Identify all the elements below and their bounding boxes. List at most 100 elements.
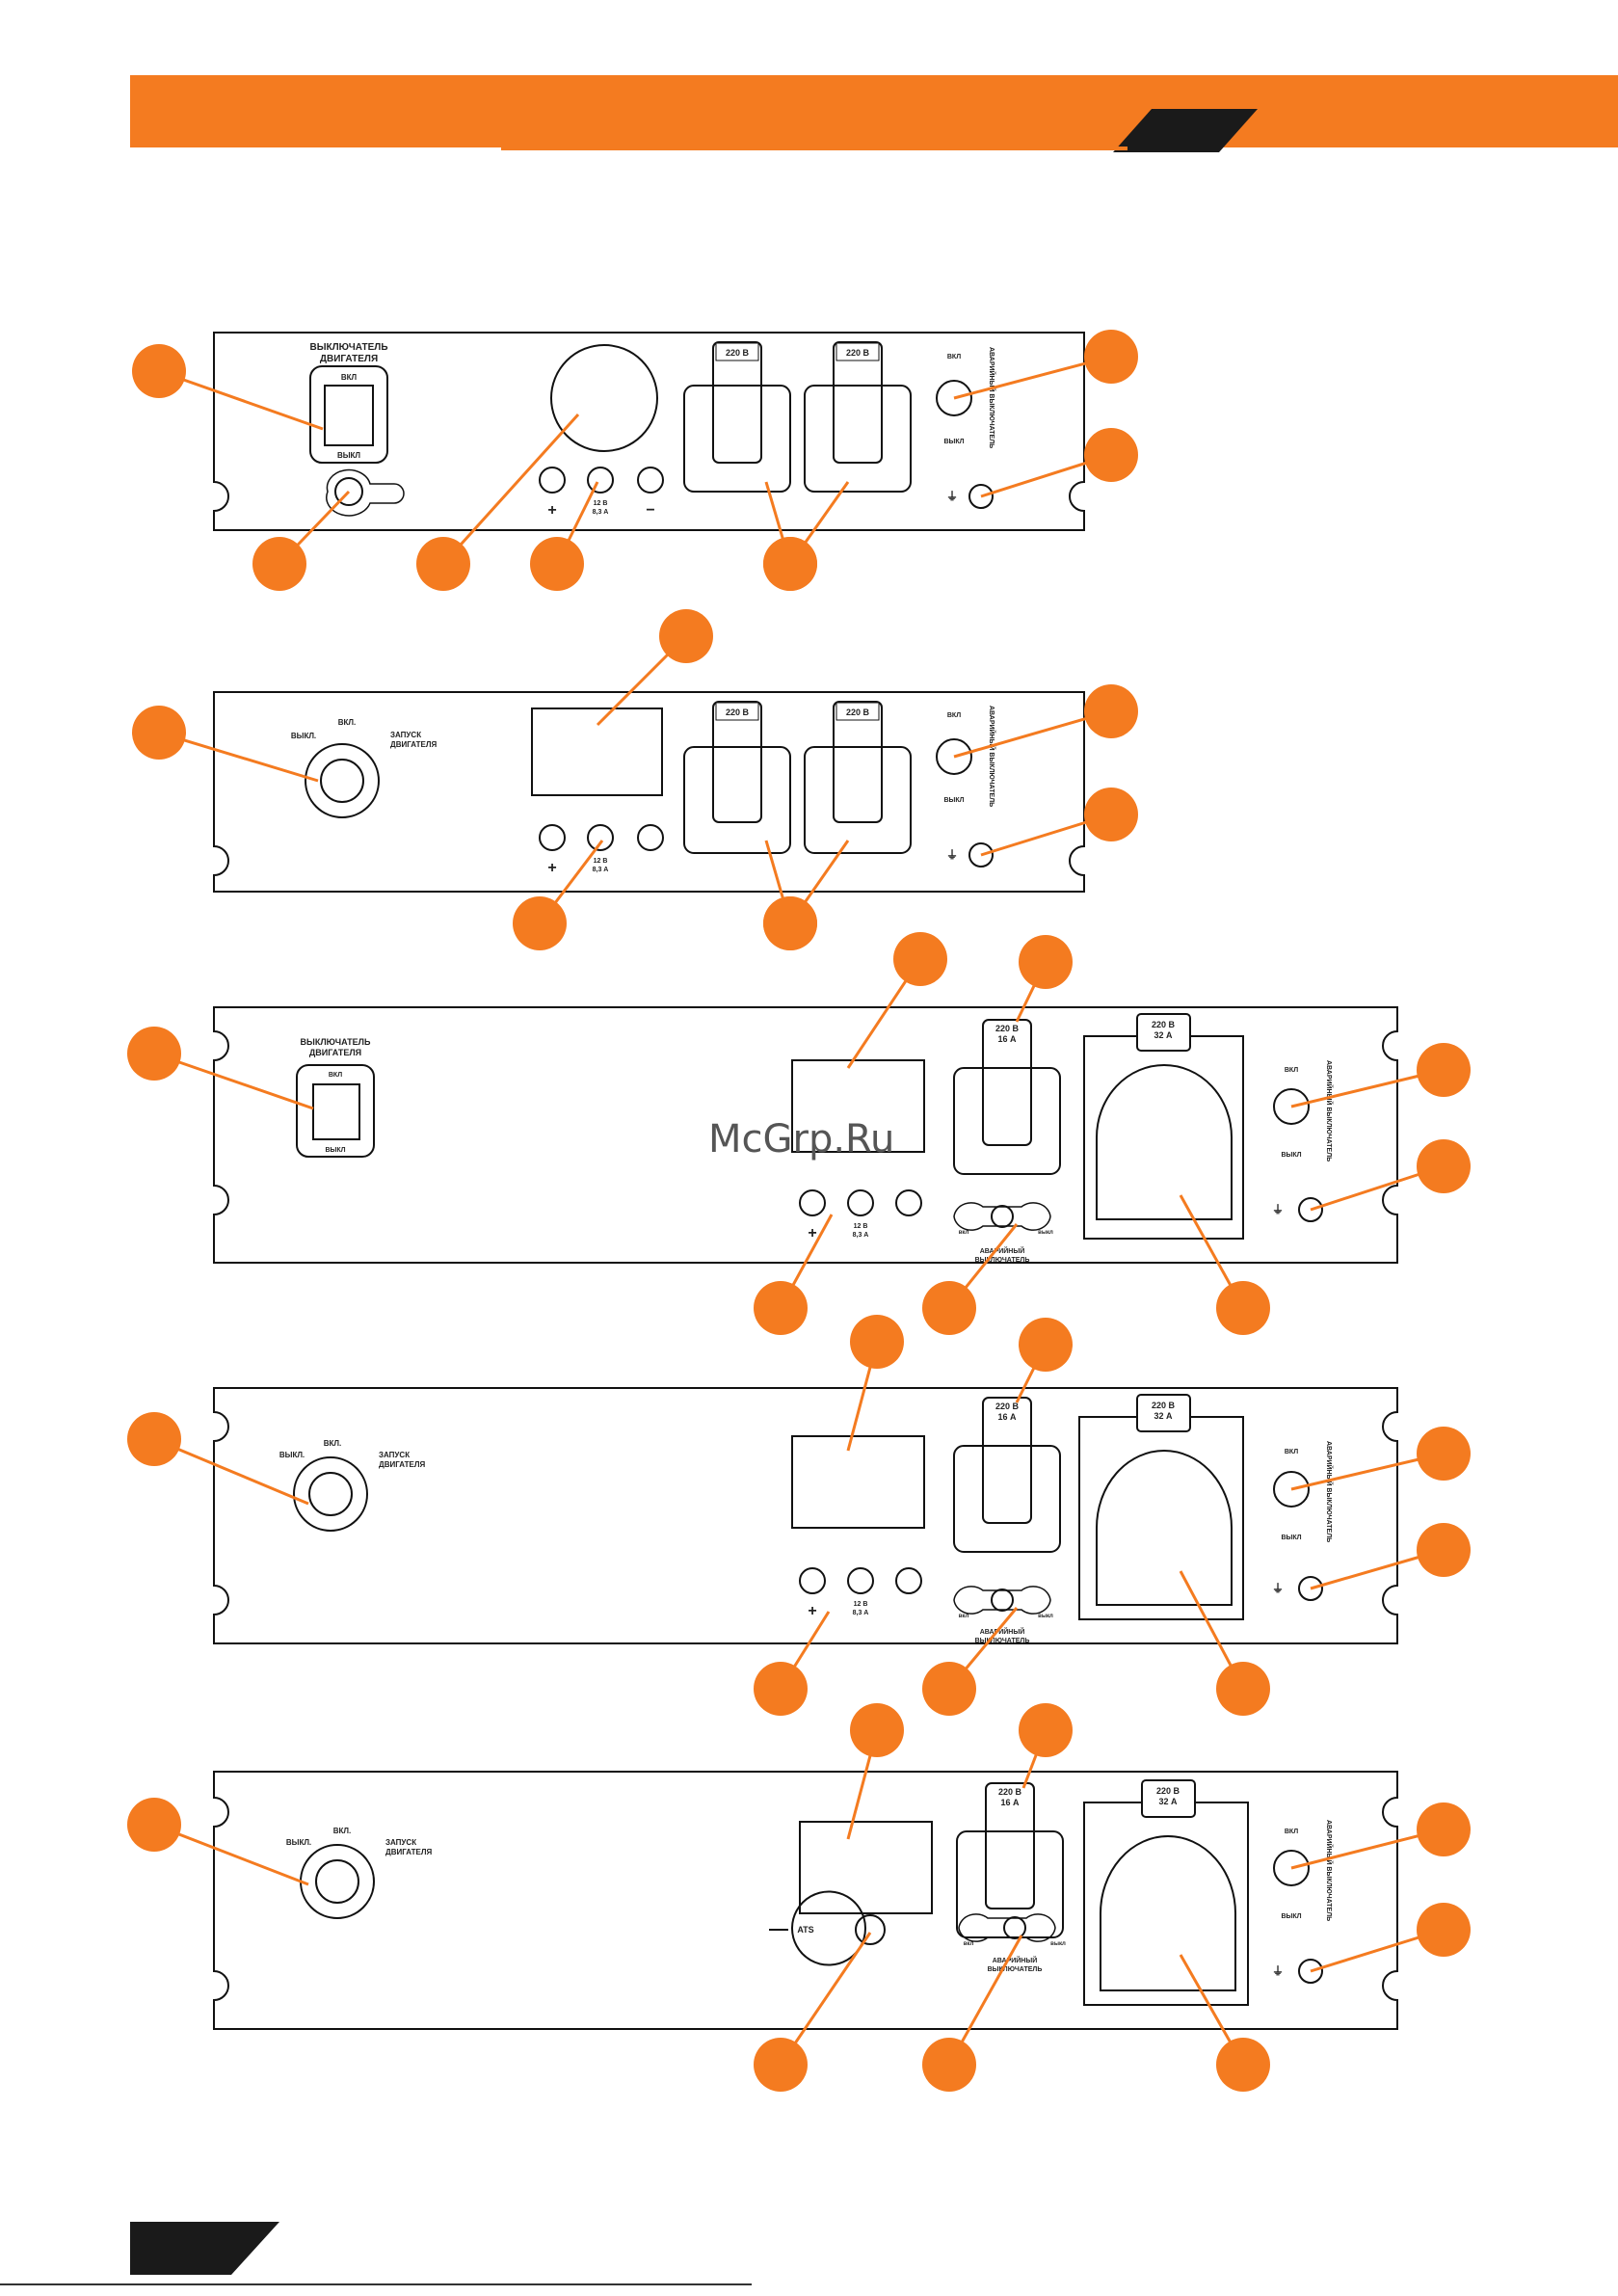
on-label: ВКЛ: [341, 373, 358, 382]
breaker-button[interactable]: [991, 1205, 1014, 1228]
socket-tag: [1136, 1013, 1191, 1052]
emergency-switch[interactable]: [1273, 1471, 1310, 1508]
ac-breaker[interactable]: вкл выкл АВАРИЙНЫЙ ВЫКЛЮЧАТЕЛЬ: [953, 1586, 1053, 1644]
digital-display: [791, 1059, 925, 1153]
dc-breaker[interactable]: [587, 467, 614, 494]
ground-terminal[interactable]: [1298, 1959, 1323, 1984]
off-label: выкл: [1050, 1941, 1066, 1947]
key-switch[interactable]: [305, 743, 380, 818]
socket-16a[interactable]: 220 В 16 А: [953, 1019, 1061, 1175]
socket-voltage: 220 В: [1152, 1020, 1176, 1029]
choke-knob-icon[interactable]: [334, 477, 363, 506]
emergency-switch[interactable]: [936, 380, 972, 416]
socket-current: 16 А: [997, 1412, 1017, 1422]
socket-face: [1096, 1450, 1233, 1606]
digital-display: [799, 1821, 933, 1914]
on-label: ВКЛ.: [333, 1827, 352, 1835]
dc-minus-terminal[interactable]: [637, 824, 664, 851]
socket-16a[interactable]: 220 В 16 А: [953, 1397, 1061, 1553]
callout-dot: [850, 1315, 904, 1369]
socket-voltage: 220 В: [1152, 1401, 1176, 1410]
ground-terminal[interactable]: [1298, 1576, 1323, 1601]
plus-sign: +: [547, 860, 556, 876]
socket-16a-left[interactable]: 220 В: [683, 701, 791, 854]
socket-cover: [985, 1782, 1035, 1909]
dc-plus-terminal[interactable]: [539, 467, 566, 494]
socket-voltage: 220 В: [1156, 1786, 1180, 1796]
dc-plus-terminal[interactable]: [799, 1567, 826, 1594]
ground-icon: ⏚: [1272, 1582, 1284, 1595]
socket-32a[interactable]: 220 В 32 А: [1078, 1394, 1244, 1620]
on-label: ВКЛ.: [324, 1439, 342, 1448]
ground-terminal[interactable]: [968, 484, 994, 509]
key-switch-dial: [305, 743, 380, 818]
dc-breaker[interactable]: [847, 1189, 874, 1216]
dc-plus-terminal[interactable]: [539, 824, 566, 851]
emergency-label: АВАРИЙНЫЙ ВЫКЛЮЧАТЕЛЬ: [988, 347, 996, 448]
off-label: ВЫКЛ: [1281, 1152, 1301, 1159]
ground-icon: ⏚: [1272, 1203, 1284, 1216]
engine-switch-rocker[interactable]: [312, 1083, 360, 1140]
socket-cover: [712, 341, 762, 464]
callout-dot: [1216, 1281, 1270, 1335]
ac-breaker[interactable]: вкл выкл АВАРИЙНЫЙ ВЫКЛЮЧАТЕЛЬ: [953, 1202, 1053, 1264]
dc-breaker[interactable]: [587, 824, 614, 851]
dc-output: + 12 В 8,3 А: [539, 824, 664, 876]
dc-minus-terminal[interactable]: [637, 467, 664, 494]
socket-16a[interactable]: 220 В 16 А: [956, 1782, 1064, 1938]
ground-terminal[interactable]: [1298, 1197, 1323, 1222]
socket-tag: [1136, 1394, 1191, 1432]
emergency-label: АВАРИЙНЫЙ ВЫКЛЮЧАТЕЛЬ: [1325, 1820, 1334, 1921]
engine-switch-rocker[interactable]: [324, 385, 374, 446]
engine-switch-label-l1: ВЫКЛЮЧАТЕЛЬ: [309, 342, 387, 353]
key-switch[interactable]: [300, 1844, 375, 1919]
socket-32a[interactable]: 220 В 32 А: [1083, 1013, 1244, 1240]
panel-4: ВЫКЛ. ВКЛ. ЗАПУСК ДВИГАТЕЛЯ + 12 В 8,3 А…: [213, 1387, 1398, 1644]
callout-dot: [922, 1662, 976, 1716]
dc-voltage: 12 В: [854, 1223, 868, 1230]
dc-minus-terminal[interactable]: [895, 1567, 922, 1594]
emergency-switch[interactable]: [1273, 1088, 1310, 1125]
callout-dot: [127, 1027, 181, 1081]
callout-dot: [1417, 1139, 1471, 1193]
ac-breaker[interactable]: вкл выкл АВАРИЙНЫЙ ВЫКЛЮЧАТЕЛЬ: [958, 1913, 1066, 1973]
emergency-switch[interactable]: [1273, 1850, 1310, 1886]
callout-leader-line: [158, 369, 324, 431]
emergency-label-l2: ВЫКЛЮЧАТЕЛЬ: [988, 1966, 1043, 1973]
callout-dot: [1084, 330, 1138, 384]
dc-minus-terminal[interactable]: [895, 1189, 922, 1216]
on-label: вкл: [964, 1941, 974, 1947]
plus-sign: +: [808, 1225, 816, 1241]
callout-dot: [127, 1412, 181, 1466]
socket-current: 32 А: [1158, 1797, 1178, 1806]
socket-housing: [804, 746, 912, 854]
callout-dot: [1084, 684, 1138, 738]
engine-switch-label-l2: ДВИГАТЕЛЯ: [309, 1048, 361, 1057]
on-label: ВКЛ: [1285, 1829, 1298, 1835]
callout-dot: [763, 896, 817, 950]
dc-breaker[interactable]: [847, 1567, 874, 1594]
emergency-label-l1: АВАРИЙНЫЙ: [993, 1956, 1038, 1964]
socket-voltage: 220 В: [726, 348, 750, 358]
emergency-switch[interactable]: [936, 738, 972, 775]
breaker-button[interactable]: [991, 1589, 1014, 1612]
key-switch-core: [308, 1472, 353, 1516]
dc-plus-terminal[interactable]: [799, 1189, 826, 1216]
ats-switch[interactable]: ATS: [769, 1890, 886, 1966]
socket-cover: [982, 1397, 1032, 1524]
off-label: ВЫКЛ.: [279, 1451, 305, 1459]
ats-knob[interactable]: [855, 1914, 886, 1945]
engine-switch-housing: [309, 365, 388, 464]
callout-dot: [132, 706, 186, 760]
breaker-button[interactable]: [1003, 1916, 1026, 1939]
plus-sign: +: [808, 1603, 816, 1619]
start-label-l2: ДВИГАТЕЛЯ: [379, 1460, 425, 1469]
ground-terminal[interactable]: [968, 842, 994, 868]
socket-16a-right[interactable]: 220 В: [804, 701, 912, 854]
socket-32a[interactable]: 220 В 32 А: [1083, 1779, 1249, 2006]
socket-16a-right[interactable]: 220 В: [804, 341, 912, 493]
ground-icon: ⏚: [946, 848, 958, 862]
socket-16a-left[interactable]: 220 В: [683, 341, 791, 493]
header-bar: [130, 75, 1618, 152]
key-switch[interactable]: [293, 1456, 368, 1532]
